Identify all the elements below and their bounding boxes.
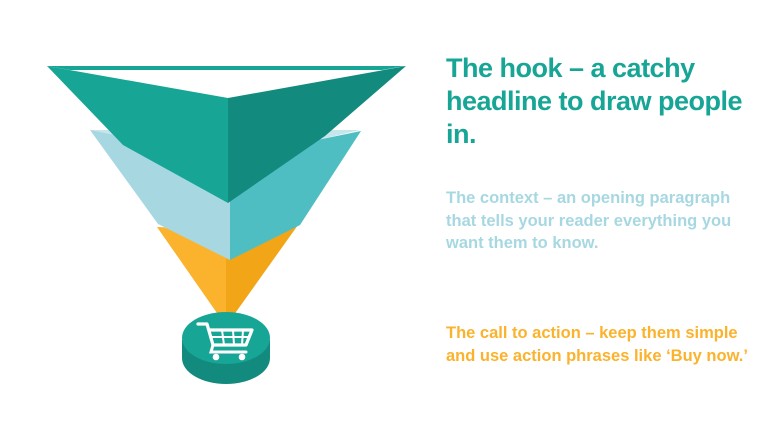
hook-heading: The hook – a catchy headline to draw peo… xyxy=(446,53,743,149)
cta-layer-left-face xyxy=(157,227,226,326)
hook-layer-right-face xyxy=(228,66,406,203)
shopping-cart-icon xyxy=(196,322,254,361)
hook-layer-left-face xyxy=(47,66,228,203)
cart-coin xyxy=(182,312,270,384)
funnel-layer-hook xyxy=(47,66,406,203)
funnel-diagram xyxy=(47,66,406,384)
hook-layer-top xyxy=(47,66,405,70)
call-to-action-paragraph: The call to action – keep them simple an… xyxy=(446,324,748,365)
context-paragraph: The context – an opening paragraph that … xyxy=(446,189,732,252)
